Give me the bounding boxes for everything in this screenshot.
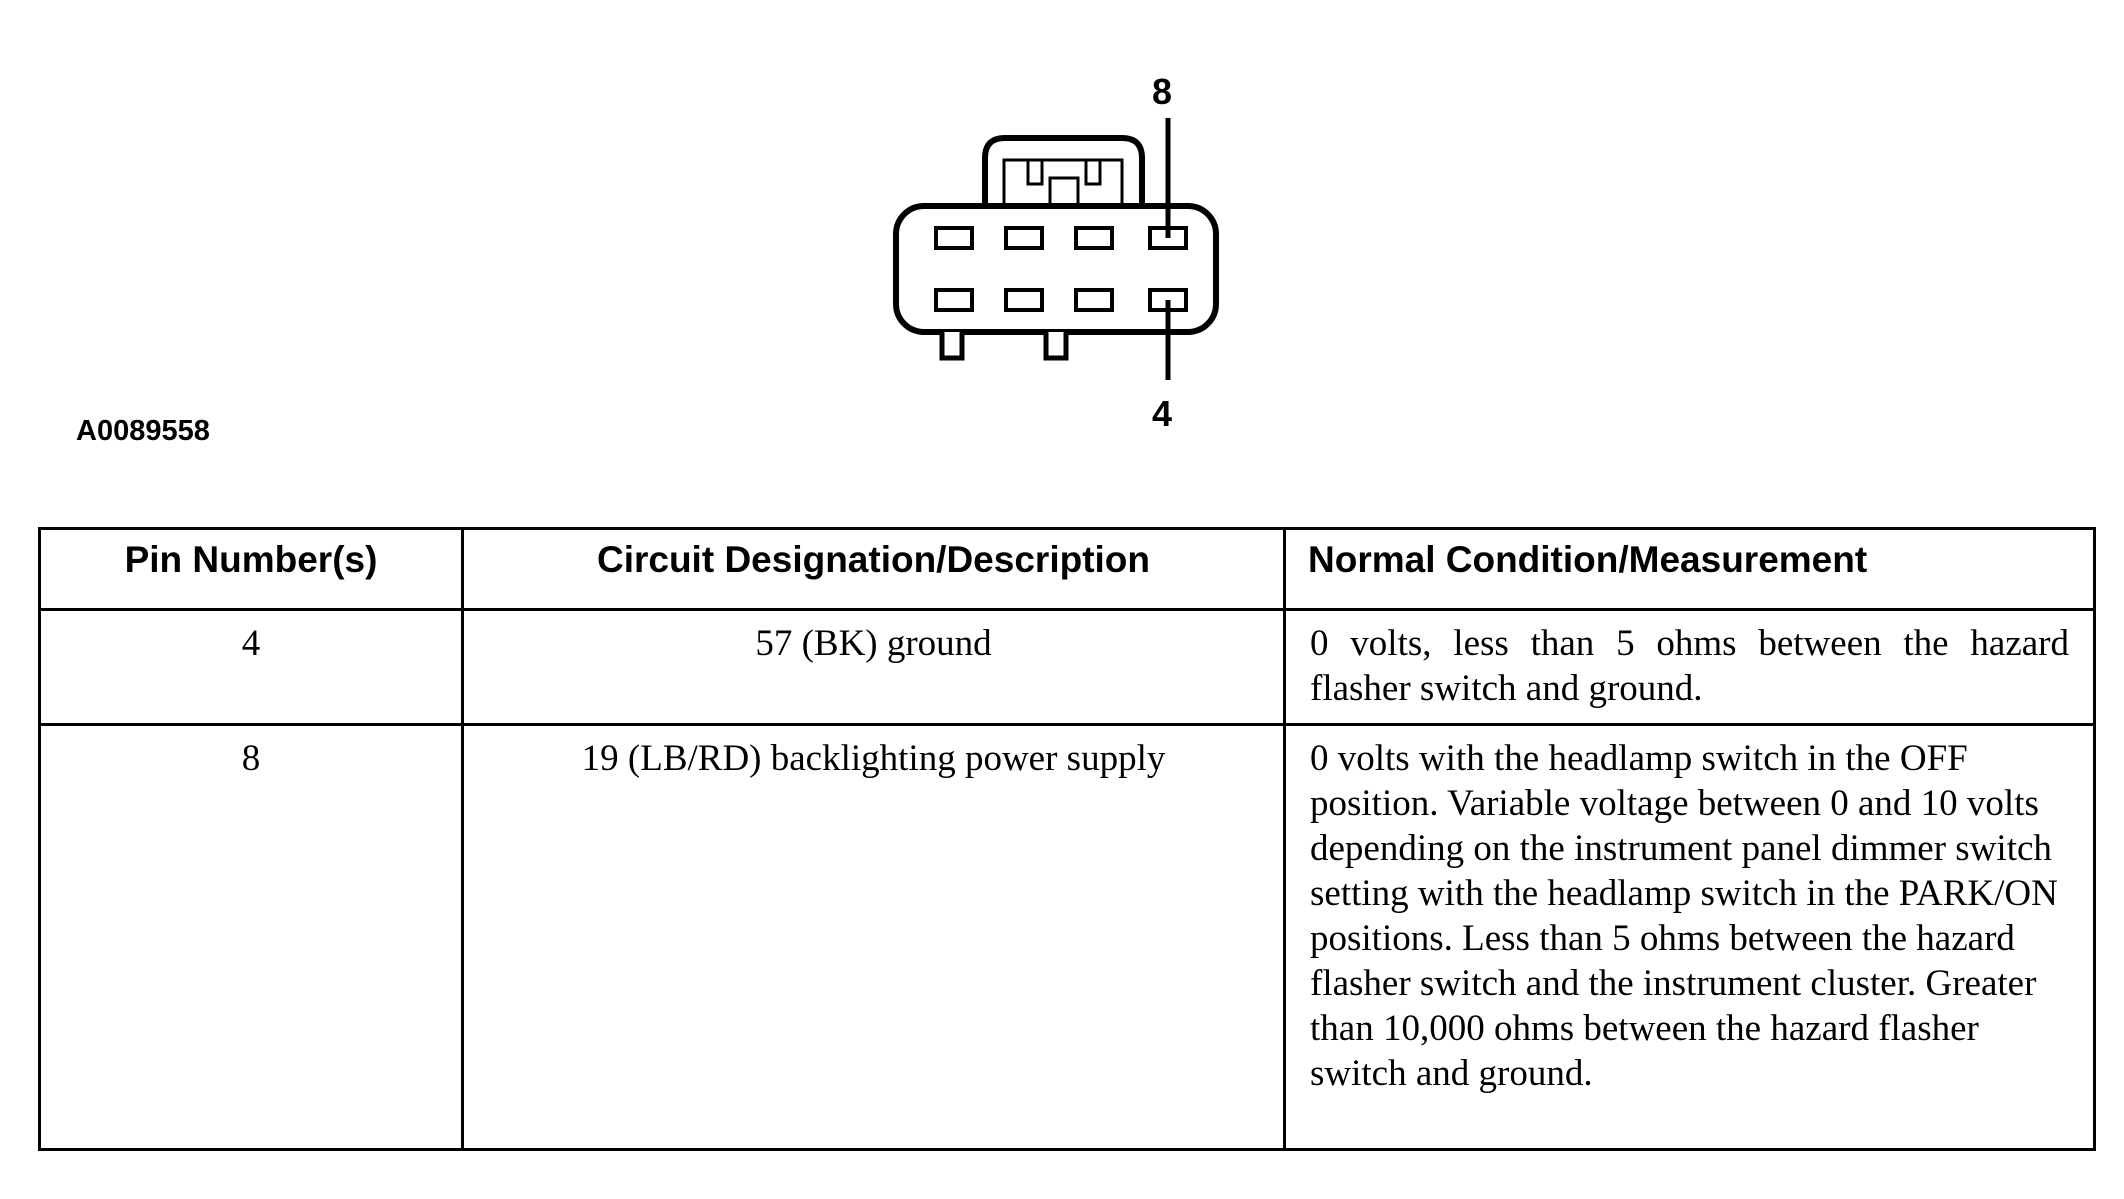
header-condition: Normal Condition/Measurement: [1283, 527, 2096, 611]
header-circuit: Circuit Designation/Description: [461, 527, 1286, 611]
connector-latch-inner: [1002, 158, 1124, 208]
pin-cavity-6: [1004, 226, 1044, 250]
pin-4-callout: 4: [1152, 393, 1173, 434]
latch-slot-left: [1026, 158, 1044, 186]
latch-slot-right: [1084, 158, 1102, 186]
pin-cavity-5: [934, 226, 974, 250]
table-row: 8 19 (LB/RD) backlighting power supply 0…: [38, 723, 2096, 1151]
table-row: 4 57 (BK) ground 0 volts, less than 5 oh…: [38, 608, 2096, 726]
cell-circuit: 19 (LB/RD) backlighting power supply: [461, 723, 1286, 1151]
header-pin-number: Pin Number(s): [38, 527, 464, 611]
figure-id: A0089558: [76, 415, 210, 447]
table-header-row: Pin Number(s) Circuit Designation/Descri…: [38, 527, 2096, 611]
connector-diagram: [893, 118, 1219, 380]
pin-cavity-1: [934, 288, 974, 312]
pin-cavity-7: [1074, 226, 1114, 250]
pin-8-callout: 8: [1152, 71, 1173, 112]
cell-condition: 0 volts with the headlamp switch in the …: [1283, 723, 2096, 1151]
connector-figure: 8 4 A0089558: [0, 0, 2124, 470]
cell-condition: 0 volts, less than 5 ohms between the ha…: [1283, 608, 2096, 726]
pin-table: Pin Number(s) Circuit Designation/Descri…: [38, 527, 2096, 1151]
connector-latch: [982, 135, 1145, 208]
connector-foot-left: [939, 332, 965, 361]
cell-circuit: 57 (BK) ground: [461, 608, 1286, 726]
pin-cavity-2: [1004, 288, 1044, 312]
cell-pin: 8: [38, 723, 464, 1151]
cell-pin: 4: [38, 608, 464, 726]
pin-cavity-3: [1074, 288, 1114, 312]
connector-foot-right: [1043, 332, 1069, 361]
